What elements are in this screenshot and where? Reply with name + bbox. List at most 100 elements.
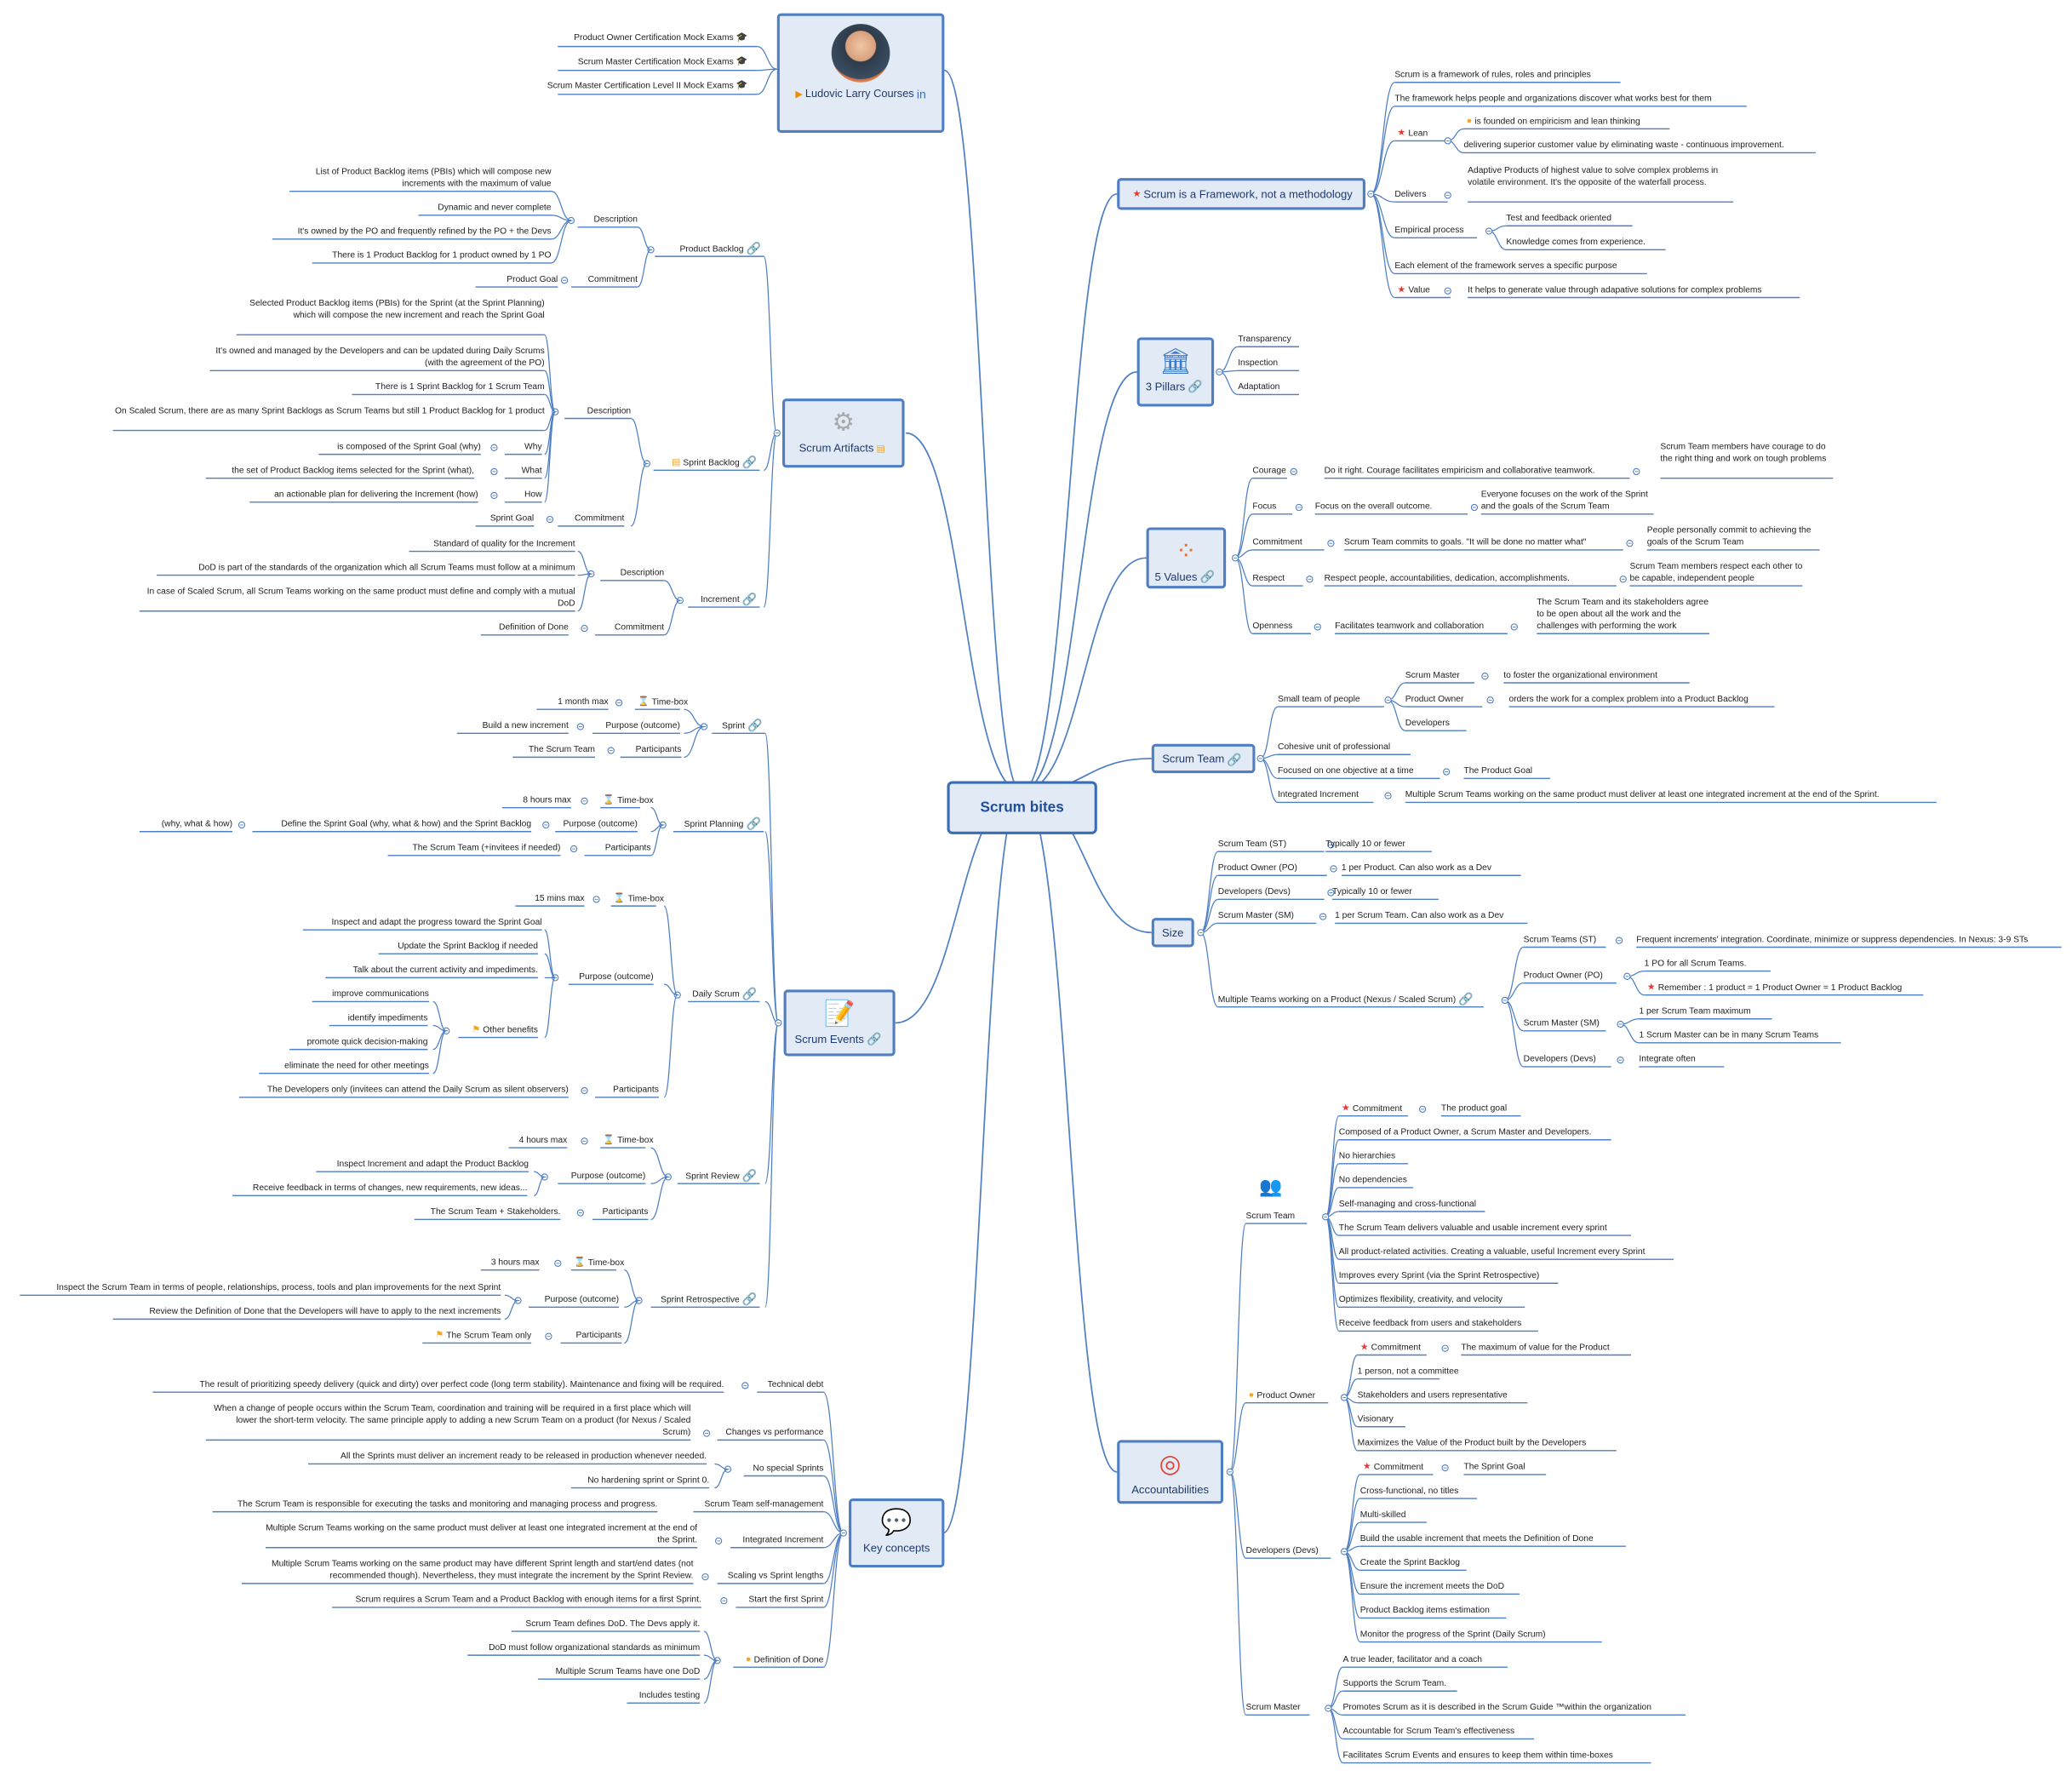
events-node[interactable]: eliminate the need for other meetings — [259, 1059, 429, 1071]
events-node[interactable]: Receive feedback in terms of changes, ne… — [232, 1182, 528, 1194]
values-node[interactable]: Focus on the overall outcome. — [1315, 500, 1468, 512]
size-node[interactable]: Developers (Devs) — [1218, 885, 1325, 897]
values-node[interactable]: Openness — [1252, 620, 1311, 632]
acc-node[interactable]: All product-related activities. Creating… — [1339, 1246, 1674, 1258]
size-node[interactable]: Scrum Teams (ST) — [1524, 933, 1606, 945]
events-node[interactable]: Inspect and adapt the progress toward th… — [303, 916, 542, 928]
team-node[interactable]: Multiple Scrum Teams working on the same… — [1405, 788, 1937, 800]
central-topic[interactable]: Scrum bites — [947, 781, 1097, 834]
artifacts-node[interactable]: Commitment — [571, 273, 638, 285]
concepts-node[interactable]: Scrum requires a Scrum Team and a Produc… — [332, 1594, 701, 1606]
artifacts-node[interactable]: the set of Product Backlog items selecte… — [206, 464, 474, 476]
topic-scrum-team[interactable]: Scrum Team🔗 — [1151, 743, 1256, 774]
artifacts-node[interactable]: Increment🔗 — [688, 593, 759, 605]
values-node[interactable]: Facilitates teamwork and collaboration — [1335, 620, 1508, 632]
acc-node[interactable]: No hierarchies — [1339, 1149, 1408, 1161]
artifacts-node[interactable]: How — [505, 488, 542, 500]
events-node[interactable]: The Developers only (invitees can attend… — [239, 1083, 569, 1095]
artifacts-node[interactable]: In case of Scaled Scrum, all Scrum Teams… — [140, 585, 575, 609]
acc-node[interactable]: ★Commitment — [1339, 1102, 1408, 1114]
size-node[interactable]: Integrate often — [1639, 1053, 1724, 1065]
acc-node[interactable]: Product Backlog items estimation — [1360, 1604, 1507, 1616]
size-node[interactable]: Scrum Master (SM) — [1524, 1017, 1606, 1028]
acc-node[interactable]: Accountable for Scrum Team's effectivene… — [1342, 1725, 1534, 1737]
topic-scrum-events[interactable]: 📝Scrum Events🔗 — [783, 989, 896, 1057]
artifacts-node[interactable]: Product Backlog🔗 — [655, 242, 764, 255]
artifacts-node[interactable]: Definition of Done — [481, 621, 569, 633]
topic-3-pillars[interactable]: 🏛3 Pillars🔗 — [1136, 337, 1215, 407]
framework-node[interactable]: ★Value — [1394, 284, 1451, 295]
framework-node[interactable]: Scrum is a framework of rules, roles and… — [1394, 68, 1620, 80]
events-node[interactable]: Participants — [595, 1083, 659, 1095]
team-node[interactable]: Developers — [1405, 717, 1467, 729]
size-node[interactable]: Product Owner (PO) — [1218, 862, 1327, 874]
values-node[interactable]: People personally commit to achieving th… — [1647, 524, 1820, 548]
team-node[interactable]: Focused on one objective at a time — [1278, 765, 1440, 776]
values-node[interactable]: Scrum Team commits to goals. "It will be… — [1344, 536, 1623, 548]
pillars-node[interactable]: Inspection — [1238, 357, 1299, 369]
artifacts-node[interactable]: It's owned by the PO and frequently refi… — [272, 225, 552, 237]
framework-node[interactable]: delivering superior customer value by el… — [1463, 139, 1815, 151]
framework-node[interactable]: Empirical process — [1394, 224, 1477, 236]
concepts-node[interactable]: All the Sprints must deliver an incremen… — [308, 1450, 707, 1462]
team-node[interactable]: Small team of people — [1278, 693, 1384, 705]
artifacts-node[interactable]: DoD is part of the standards of the orga… — [157, 561, 575, 573]
events-node[interactable]: The Scrum Team + Stakeholders. — [415, 1206, 561, 1217]
course-link[interactable]: Scrum Master Certification Mock Exams🎓 — [524, 56, 750, 68]
events-node[interactable]: 4 hours max — [509, 1134, 568, 1146]
acc-node[interactable]: Supports the Scrum Team. — [1342, 1677, 1457, 1689]
artifacts-node[interactable]: Selected Product Backlog items (PBIs) fo… — [237, 297, 545, 321]
team-node[interactable]: The Product Goal — [1463, 765, 1549, 776]
acc-node[interactable]: Ensure the increment meets the DoD — [1360, 1580, 1520, 1592]
events-node[interactable]: Sprint🔗 — [712, 719, 764, 731]
events-node[interactable]: Update the Sprint Backlog if needed — [379, 940, 538, 952]
values-node[interactable]: The Scrum Team and its stakeholders agre… — [1537, 596, 1709, 632]
size-node[interactable]: 1 per Scrum Team. Can also work as a Dev — [1335, 909, 1527, 921]
values-node[interactable]: Do it right. Courage facilitates empiric… — [1325, 464, 1630, 476]
acc-node[interactable]: The Sprint Goal — [1463, 1461, 1546, 1473]
events-node[interactable]: Participants — [585, 841, 651, 853]
acc-node[interactable]: Multi-skilled — [1360, 1509, 1427, 1521]
events-node[interactable]: The Scrum Team — [512, 743, 595, 755]
concepts-node[interactable]: Multiple Scrum Teams working on the same… — [266, 1521, 697, 1545]
events-node[interactable]: 3 hours max — [481, 1256, 540, 1268]
acc-node[interactable]: ★Commitment — [1358, 1341, 1427, 1353]
artifacts-node[interactable]: Standard of quality for the Increment — [409, 537, 575, 549]
artifacts-node[interactable]: List of Product Backlog items (PBIs) whi… — [289, 165, 552, 189]
events-node[interactable]: promote quick decision-making — [289, 1035, 428, 1047]
artifacts-node[interactable]: Product Goal — [476, 273, 558, 285]
events-node[interactable]: Purpose (outcome) — [529, 1293, 619, 1305]
acc-node[interactable]: Promotes Scrum as it is described in the… — [1342, 1701, 1686, 1713]
concepts-node[interactable]: Scrum Team defines DoD. The Devs apply i… — [512, 1618, 700, 1630]
acc-node[interactable]: No dependencies — [1339, 1174, 1413, 1186]
acc-node[interactable]: ●Product Owner — [1246, 1389, 1329, 1401]
events-node[interactable]: ⌛Time-box — [600, 793, 653, 805]
acc-node[interactable]: Composed of a Product Owner, a Scrum Mas… — [1339, 1126, 1611, 1137]
events-node[interactable]: Review the Definition of Done that the D… — [113, 1305, 501, 1317]
topic-framework[interactable]: ★Scrum is a Framework, not a methodology — [1117, 178, 1365, 210]
team-node[interactable]: Product Owner — [1405, 693, 1482, 705]
events-node[interactable]: Talk about the current activity and impe… — [325, 964, 538, 976]
framework-node[interactable]: Adaptive Products of highest value to so… — [1468, 164, 1733, 188]
events-node[interactable]: Sprint Review🔗 — [678, 1169, 760, 1182]
values-node[interactable]: Scrum Team members respect each other to… — [1629, 560, 1802, 584]
acc-node[interactable]: Optimizes flexibility, creativity, and v… — [1339, 1293, 1525, 1305]
events-node[interactable]: ⌛Time-box — [600, 1134, 653, 1146]
acc-node[interactable]: Cross-functional, no titles — [1360, 1485, 1477, 1497]
events-node[interactable]: ⚑The Scrum Team only — [422, 1329, 531, 1341]
events-node[interactable]: Purpose (outcome) — [555, 817, 637, 829]
concepts-node[interactable]: Multiple Scrum Teams have one DoD — [538, 1665, 701, 1677]
size-node[interactable]: 1 Scrum Master can be in many Scrum Team… — [1639, 1028, 1840, 1040]
size-node[interactable]: 1 per Scrum Team maximum — [1639, 1005, 1772, 1017]
size-node[interactable]: ★Remember : 1 product = 1 Product Owner … — [1645, 981, 1924, 993]
events-node[interactable]: Purpose (outcome) — [592, 719, 679, 731]
events-node[interactable]: Participants — [560, 1329, 621, 1341]
events-node[interactable]: Define the Sprint Goal (why, what & how)… — [252, 817, 531, 829]
framework-node[interactable]: It helps to generate value through adapa… — [1468, 284, 1800, 295]
events-node[interactable]: identify impediments — [329, 1011, 428, 1023]
size-node[interactable]: 1 PO for all Scrum Teams. — [1645, 957, 1771, 969]
concepts-node[interactable]: The Scrum Team is responsible for execut… — [213, 1498, 657, 1510]
acc-node[interactable]: Improves every Sprint (via the Sprint Re… — [1339, 1269, 1558, 1281]
concepts-node[interactable]: Start the first Sprint — [736, 1594, 823, 1606]
values-node[interactable]: Respect people, accountabilities, dedica… — [1325, 572, 1617, 584]
